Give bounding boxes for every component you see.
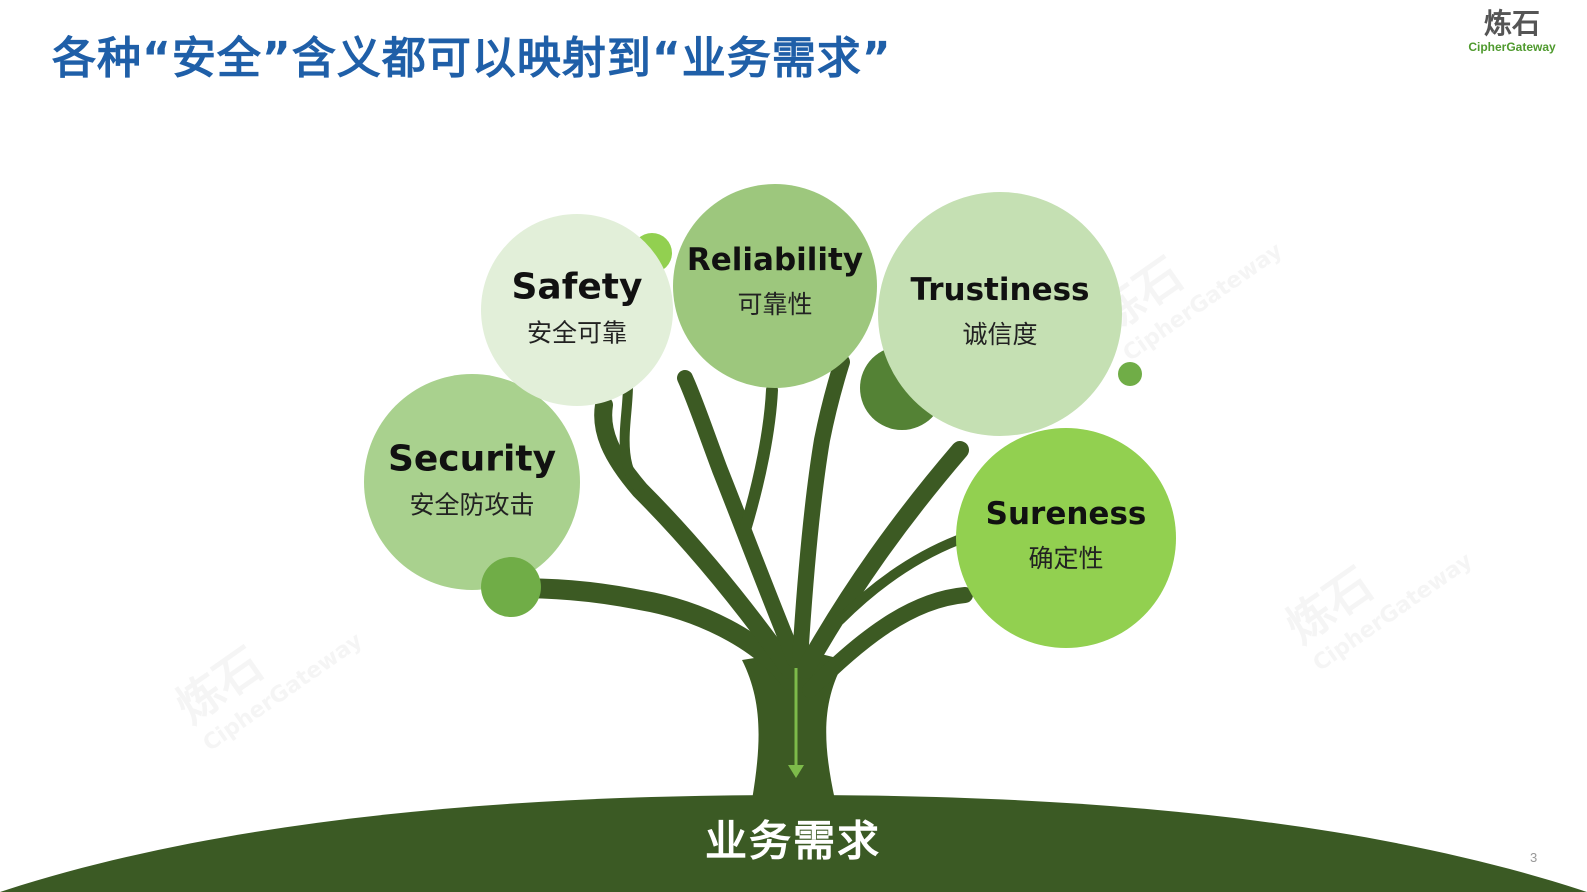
node-circle-reliability xyxy=(673,184,877,388)
node-reliability-en: Reliability xyxy=(686,242,864,279)
node-circle-trustiness xyxy=(878,192,1122,436)
accent-dot xyxy=(1118,362,1142,386)
node-trustiness-en: Trustiness xyxy=(910,272,1090,309)
node-trustiness-zh: 诚信度 xyxy=(962,319,1038,349)
root-label: 业务需求 xyxy=(704,816,882,866)
node-reliability-zh: 可靠性 xyxy=(737,289,813,319)
node-security: Security 安全防攻击 xyxy=(388,438,556,521)
node-sureness: Sureness 确定性 xyxy=(986,497,1147,575)
node-reliability: Reliability 可靠性 xyxy=(687,243,863,321)
node-safety: Safety 安全可靠 xyxy=(512,266,643,349)
node-security-zh: 安全防攻击 xyxy=(409,490,535,520)
tree-branches xyxy=(500,354,973,698)
node-circle-security xyxy=(364,374,580,590)
node-security-en: Security xyxy=(387,438,557,480)
brand-logo: 炼石 CipherGateway xyxy=(1462,7,1562,55)
node-safety-en: Safety xyxy=(511,266,643,308)
page-number: 3 xyxy=(1530,850,1538,865)
node-sureness-zh: 确定性 xyxy=(1028,543,1104,573)
node-trustiness: Trustiness 诚信度 xyxy=(911,273,1090,351)
node-sureness-en: Sureness xyxy=(985,496,1147,533)
accent-dot xyxy=(481,557,541,617)
node-safety-zh: 安全可靠 xyxy=(526,318,628,348)
ground xyxy=(0,795,1587,892)
slide-title: 各种“安全”含义都可以映射到“业务需求” xyxy=(52,33,892,84)
logo-mark: 炼石 xyxy=(1483,7,1540,40)
logo-name: CipherGateway xyxy=(1468,40,1556,54)
node-circle-safety xyxy=(481,214,673,406)
node-circle-sureness xyxy=(956,428,1176,648)
trunk-arrowhead xyxy=(788,765,804,778)
